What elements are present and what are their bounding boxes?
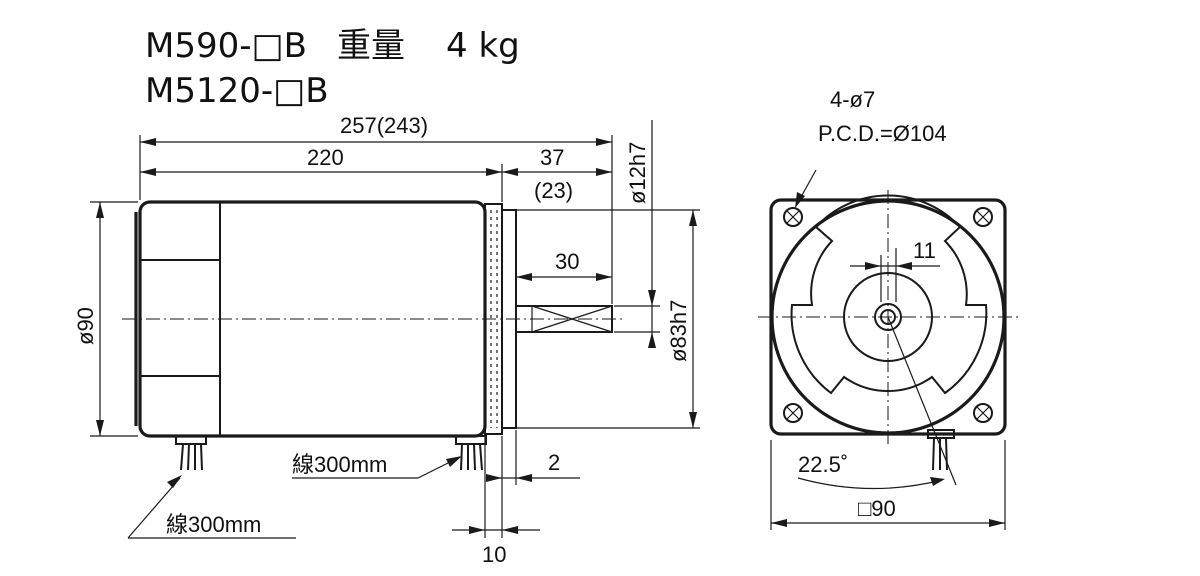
side-view: 257(243) 220 37 (23) 30 ø12h7 ø83h7 ø90 xyxy=(73,113,700,567)
dim-body-diameter: ø90 xyxy=(73,307,98,345)
arrowhead xyxy=(516,273,532,281)
arrowhead xyxy=(596,273,612,281)
arrowhead xyxy=(689,210,697,226)
dim-key-width: 11 xyxy=(913,238,936,263)
arrowhead xyxy=(96,202,104,218)
arrowhead xyxy=(771,519,787,527)
hole-cross xyxy=(786,406,800,420)
lead-wire-left-bundle xyxy=(175,435,207,471)
arrowhead xyxy=(989,519,1005,527)
hole-circle xyxy=(973,403,993,423)
wire xyxy=(460,443,463,471)
arrowhead xyxy=(486,474,502,482)
motor-body-outline xyxy=(138,200,487,438)
lead-wire-right-label: 線300mm xyxy=(292,452,387,477)
arrowhead xyxy=(896,262,912,270)
wire xyxy=(180,443,184,471)
arrowhead xyxy=(865,262,881,270)
arrowhead xyxy=(596,138,612,146)
inner-recess xyxy=(790,194,988,395)
hole-cross xyxy=(976,406,990,420)
arrowhead xyxy=(446,456,462,467)
wire xyxy=(473,443,476,471)
lead-wire-right-bundle xyxy=(455,435,487,471)
wire-grommet-right xyxy=(455,435,487,445)
lead-wire-front xyxy=(927,429,955,471)
wire xyxy=(187,443,190,471)
arrowhead xyxy=(140,168,156,176)
weight-label: 重量 xyxy=(337,26,405,66)
arrowhead xyxy=(689,412,697,428)
arrowhead xyxy=(469,526,485,534)
dim-shaft-diameter: ø12h7 xyxy=(625,142,650,204)
mount-hole-bl xyxy=(783,403,803,423)
wire-grommet-left xyxy=(175,435,207,445)
arrowhead xyxy=(486,168,502,176)
dim-square-size: □90 xyxy=(858,496,896,521)
mount-holes-label: 4-ø7 xyxy=(830,87,875,112)
front-view: 11 4-ø7 P.C.D.=Ø104 xyxy=(758,87,1020,530)
dim-overall-length: 257(243) xyxy=(340,113,428,138)
arrowhead xyxy=(502,526,518,534)
model-line-1: M590-□B xyxy=(145,26,307,66)
dim-flange-thickness: 10 xyxy=(482,542,506,567)
angle-ray xyxy=(887,316,957,486)
arrowhead xyxy=(516,474,532,482)
arrowhead xyxy=(648,290,656,306)
dim-shaft-length: 37 xyxy=(540,145,564,170)
wire xyxy=(932,437,935,471)
wire xyxy=(945,437,948,471)
arrowhead xyxy=(167,475,182,488)
dim-flange-gap: 2 xyxy=(548,450,560,475)
arrowhead xyxy=(596,168,612,176)
dim-key-length: 30 xyxy=(555,249,579,274)
pcd-label: P.C.D.=Ø104 xyxy=(818,121,947,146)
mount-hole-br xyxy=(973,403,993,423)
angle-arc xyxy=(797,477,943,490)
lead-wire-left-label: 線300mm xyxy=(166,512,261,537)
mount-hole-tr xyxy=(973,207,993,227)
hole-circle xyxy=(783,207,803,227)
dim-pilot-diameter: ø83h7 xyxy=(666,300,691,362)
dim-body-length: 220 xyxy=(307,145,344,170)
hole-circle xyxy=(783,403,803,423)
hole-cross xyxy=(786,210,800,224)
wire xyxy=(200,443,203,471)
wire xyxy=(479,443,483,471)
arrowhead xyxy=(140,138,156,146)
arrowhead xyxy=(502,168,518,176)
hole-cross xyxy=(976,210,990,224)
arrowhead xyxy=(96,420,104,436)
weight-value: 4 kg xyxy=(446,26,520,66)
hole-circle xyxy=(973,207,993,227)
arrowhead xyxy=(930,477,945,486)
leader-left xyxy=(127,477,181,539)
model-line-2: M5120-□B xyxy=(145,71,329,111)
arrowhead xyxy=(648,332,656,348)
arrowhead xyxy=(795,192,805,208)
mount-hole-tl xyxy=(783,207,803,227)
angle-label: 22.5˚ xyxy=(798,452,848,477)
dim-shaft-length-alt: (23) xyxy=(534,178,573,203)
